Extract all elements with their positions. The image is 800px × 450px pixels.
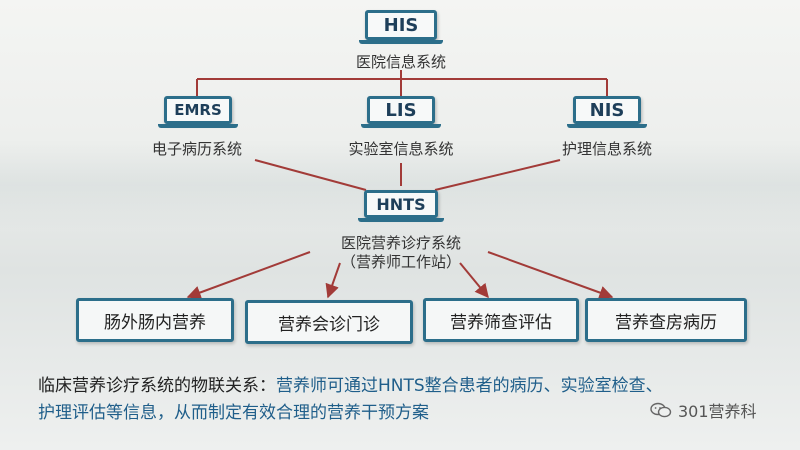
arrow-to-rounds (487, 251, 614, 300)
parenteral-enteral-box: 肠外肠内营养 (76, 298, 234, 342)
caption-body-line1: 营养师可通过HNTS整合患者的病历、实验室检查、 (276, 376, 663, 396)
arrow-to-parenteral (186, 251, 311, 300)
hnts-code: HNTS (364, 190, 438, 218)
nutrition-rounds-box: 营养查房病历 (585, 298, 747, 342)
his-monitor-icon: HIS (359, 10, 443, 44)
nis-label: 护理信息系统 (561, 140, 652, 158)
hnts-label-line1: 医院营养诊疗系统 (340, 234, 461, 252)
watermark: 301营养科 (650, 398, 757, 422)
hnts-label-line2: （营养师工作站） (340, 253, 461, 271)
hnts-monitor-icon: HNTS (358, 190, 444, 222)
emrs-to-hnts-line (254, 159, 367, 191)
nutrition-consult-box: 营养会诊门诊 (245, 300, 413, 344)
caption-lead: 临床营养诊疗系统的物联关系： (38, 376, 276, 396)
caption-body-line2: 护理评估等信息，从而制定有效合理的营养干预方案 (38, 403, 429, 423)
lis-code: LIS (367, 96, 435, 124)
emrs-monitor-icon: EMRS (158, 96, 238, 128)
his-label: 医院信息系统 (355, 53, 446, 71)
nis-code: NIS (573, 96, 641, 124)
nis-monitor-icon: NIS (567, 96, 647, 128)
caption: 临床营养诊疗系统的物联关系：营养师可通过HNTS整合患者的病历、实验室检查、 护… (38, 373, 758, 427)
wechat-icon (650, 402, 672, 418)
lis-label: 实验室信息系统 (348, 140, 454, 158)
nutrition-screening-box: 营养筛查评估 (423, 298, 579, 342)
nis-to-hnts-line (434, 159, 561, 191)
emrs-code: EMRS (164, 96, 232, 124)
lis-monitor-icon: LIS (361, 96, 441, 128)
watermark-text: 301营养科 (678, 402, 757, 421)
his-code: HIS (365, 10, 437, 40)
arrow-to-consult (325, 262, 341, 299)
arrow-to-screening (459, 262, 489, 299)
emrs-label: 电子病历系统 (151, 140, 242, 158)
